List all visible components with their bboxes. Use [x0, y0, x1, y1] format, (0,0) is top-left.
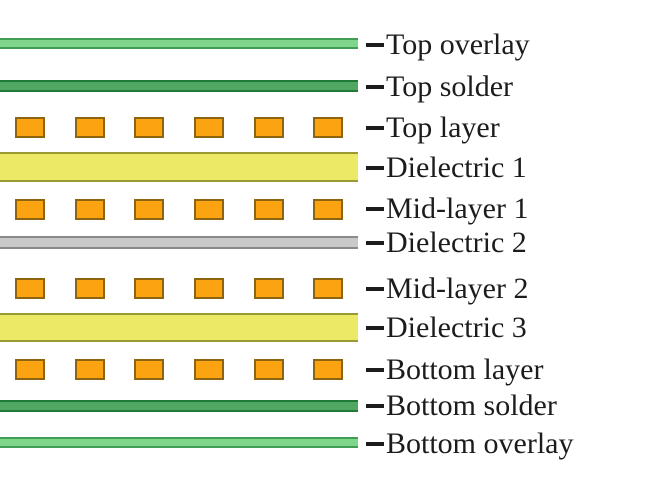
layer-band-bottom-solder	[0, 400, 358, 412]
copper-pad	[15, 199, 45, 220]
label-bottom-solder: Bottom solder	[366, 386, 557, 426]
copper-pad	[75, 359, 105, 380]
leader-dash-icon	[366, 126, 384, 130]
copper-pad	[134, 117, 164, 138]
label-bottom-overlay: Bottom overlay	[366, 424, 573, 464]
layer-band-top-solder	[0, 80, 358, 92]
copper-pad	[254, 359, 284, 380]
label-mid-layer-2: Mid-layer 2	[366, 269, 528, 309]
copper-pad	[75, 199, 105, 220]
leader-dash-icon	[366, 207, 384, 211]
label-dielectric-3: Dielectric 3	[366, 308, 527, 348]
copper-pad	[134, 359, 164, 380]
copper-pad	[194, 359, 224, 380]
label-mid-layer-1: Mid-layer 1	[366, 189, 528, 229]
copper-pad-row-top-layer	[0, 117, 358, 138]
label-top-overlay: Top overlay	[366, 25, 530, 65]
leader-dash-icon	[366, 368, 384, 372]
copper-pad-row-mid-layer-2	[0, 278, 358, 299]
layer-label-text: Top solder	[386, 70, 514, 103]
copper-pad	[254, 117, 284, 138]
layer-label-text: Dielectric 3	[386, 311, 527, 344]
copper-pad	[254, 199, 284, 220]
copper-pad	[134, 199, 164, 220]
leader-dash-icon	[366, 43, 384, 47]
layer-band-dielectric-3	[0, 313, 358, 342]
layer-band-dielectric-1	[0, 152, 358, 182]
copper-pad	[313, 278, 343, 299]
copper-pad	[194, 117, 224, 138]
leader-dash-icon	[366, 287, 384, 291]
leader-dash-icon	[366, 404, 384, 408]
label-bottom-layer: Bottom layer	[366, 350, 543, 390]
leader-dash-icon	[366, 85, 384, 89]
copper-pad	[15, 117, 45, 138]
copper-pad	[15, 278, 45, 299]
copper-pad	[75, 278, 105, 299]
layer-label-text: Bottom layer	[386, 353, 544, 386]
copper-pad	[313, 117, 343, 138]
copper-pad	[194, 199, 224, 220]
layer-label-text: Mid-layer 2	[386, 272, 529, 305]
leader-dash-icon	[366, 326, 384, 330]
layer-label-text: Dielectric 1	[386, 151, 527, 184]
layer-label-text: Bottom overlay	[386, 427, 574, 460]
copper-pad	[313, 359, 343, 380]
label-top-solder: Top solder	[366, 67, 513, 107]
copper-pad	[313, 199, 343, 220]
copper-pad	[254, 278, 284, 299]
copper-pad	[134, 278, 164, 299]
copper-pad-row-mid-layer-1	[0, 199, 358, 220]
label-top-layer: Top layer	[366, 108, 500, 148]
layer-label-text: Mid-layer 1	[386, 192, 529, 225]
copper-pad	[15, 359, 45, 380]
layer-label-text: Dielectric 2	[386, 226, 527, 259]
label-dielectric-2: Dielectric 2	[366, 223, 527, 263]
copper-pad-row-bottom-layer	[0, 359, 358, 380]
layer-band-top-overlay	[0, 38, 358, 49]
stackup-graphic	[0, 38, 358, 448]
label-dielectric-1: Dielectric 1	[366, 148, 527, 188]
copper-pad	[194, 278, 224, 299]
leader-dash-icon	[366, 442, 384, 446]
layer-band-dielectric-2	[0, 236, 358, 249]
layer-label-text: Top layer	[386, 111, 500, 144]
layer-label-text: Top overlay	[386, 28, 530, 61]
leader-dash-icon	[366, 241, 384, 245]
layer-label-text: Bottom solder	[386, 389, 557, 422]
copper-pad	[75, 117, 105, 138]
leader-dash-icon	[366, 166, 384, 170]
layer-band-bottom-overlay	[0, 437, 358, 448]
